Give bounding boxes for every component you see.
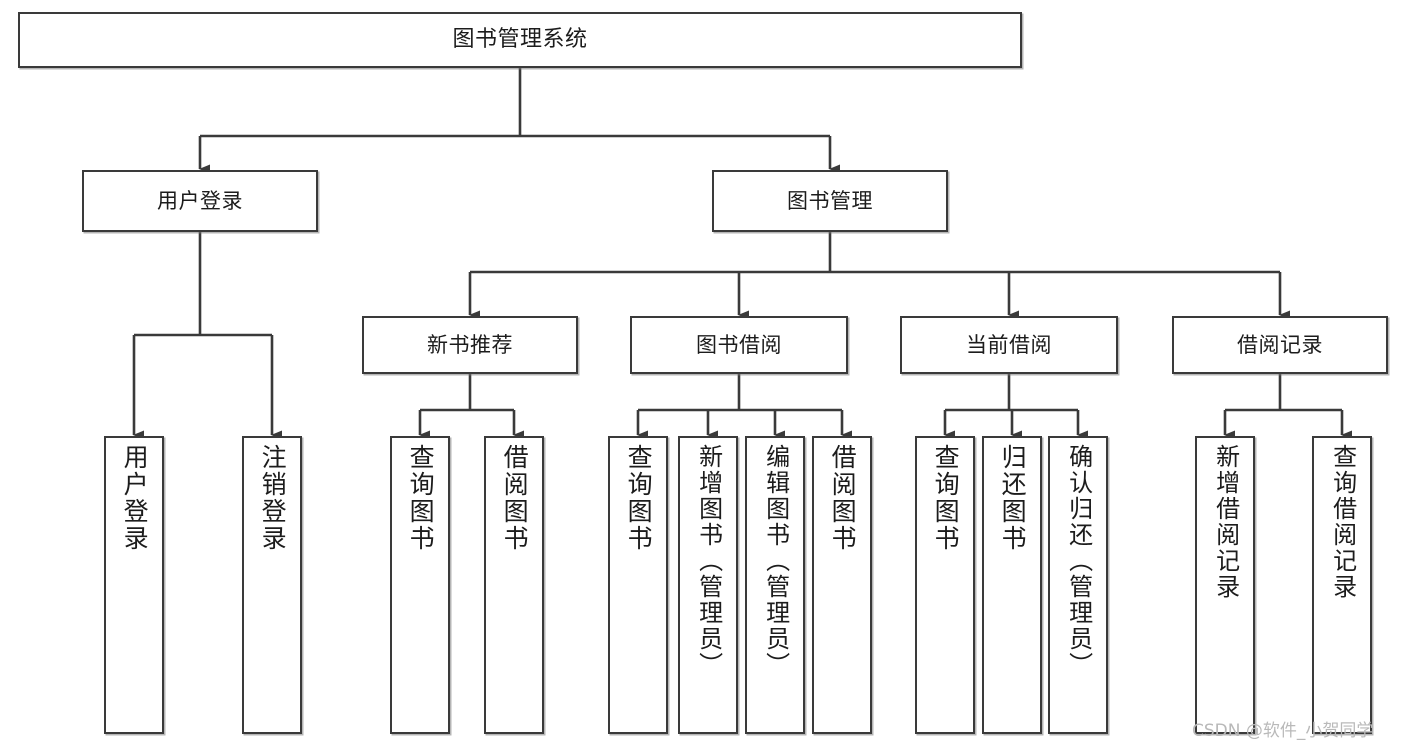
node-label: 借阅图书	[500, 444, 530, 552]
node-borrow-record[interactable]: 借阅记录	[1172, 316, 1388, 374]
csdn-watermark: CSDN @软件_小贺同学	[1192, 721, 1374, 741]
node-leaf-return-book[interactable]: 归还图书	[982, 436, 1042, 734]
node-label: 编辑图书（管理员）	[761, 444, 790, 678]
node-leaf-add-record[interactable]: 新增借阅记录	[1195, 436, 1255, 734]
node-label: 查询借阅记录	[1328, 444, 1357, 600]
node-leaf-add-book[interactable]: 新增图书（管理员）	[678, 436, 738, 734]
node-leaf-query-record[interactable]: 查询借阅记录	[1312, 436, 1372, 734]
node-label: 确认归还（管理员）	[1064, 444, 1093, 678]
node-new-book-rec[interactable]: 新书推荐	[362, 316, 578, 374]
node-current-borrow[interactable]: 当前借阅	[900, 316, 1118, 374]
node-leaf-query-book-2[interactable]: 查询图书	[608, 436, 668, 734]
node-label: 查询图书	[624, 444, 654, 552]
node-user-login[interactable]: 用户登录	[82, 170, 318, 232]
node-label: 归还图书	[998, 444, 1028, 552]
node-label: 新书推荐	[427, 332, 513, 357]
node-label: 新增图书（管理员）	[694, 444, 723, 678]
node-label: 图书管理系统	[452, 27, 588, 53]
node-label: 借阅记录	[1237, 332, 1323, 357]
node-leaf-query-book-3[interactable]: 查询图书	[915, 436, 975, 734]
node-label: 用户登录	[120, 444, 150, 552]
node-leaf-borrow-book-2[interactable]: 借阅图书	[812, 436, 872, 734]
node-label: 新增借阅记录	[1211, 444, 1240, 600]
node-leaf-edit-book[interactable]: 编辑图书（管理员）	[745, 436, 805, 734]
node-label: 当前借阅	[966, 332, 1052, 357]
node-label: 图书管理	[787, 188, 873, 213]
node-label: 注销登录	[258, 444, 288, 552]
node-book-manage[interactable]: 图书管理	[712, 170, 948, 232]
node-label: 借阅图书	[828, 444, 858, 552]
node-root[interactable]: 图书管理系统	[18, 12, 1022, 68]
node-leaf-query-book-1[interactable]: 查询图书	[390, 436, 450, 734]
node-leaf-user-logout[interactable]: 注销登录	[242, 436, 302, 734]
node-label: 查询图书	[406, 444, 436, 552]
node-book-borrow[interactable]: 图书借阅	[630, 316, 848, 374]
node-leaf-user-login[interactable]: 用户登录	[104, 436, 164, 734]
node-label: 查询图书	[931, 444, 961, 552]
node-label: 图书借阅	[696, 332, 782, 357]
node-leaf-confirm-return[interactable]: 确认归还（管理员）	[1048, 436, 1108, 734]
node-label: 用户登录	[157, 188, 243, 213]
node-leaf-borrow-book-1[interactable]: 借阅图书	[484, 436, 544, 734]
